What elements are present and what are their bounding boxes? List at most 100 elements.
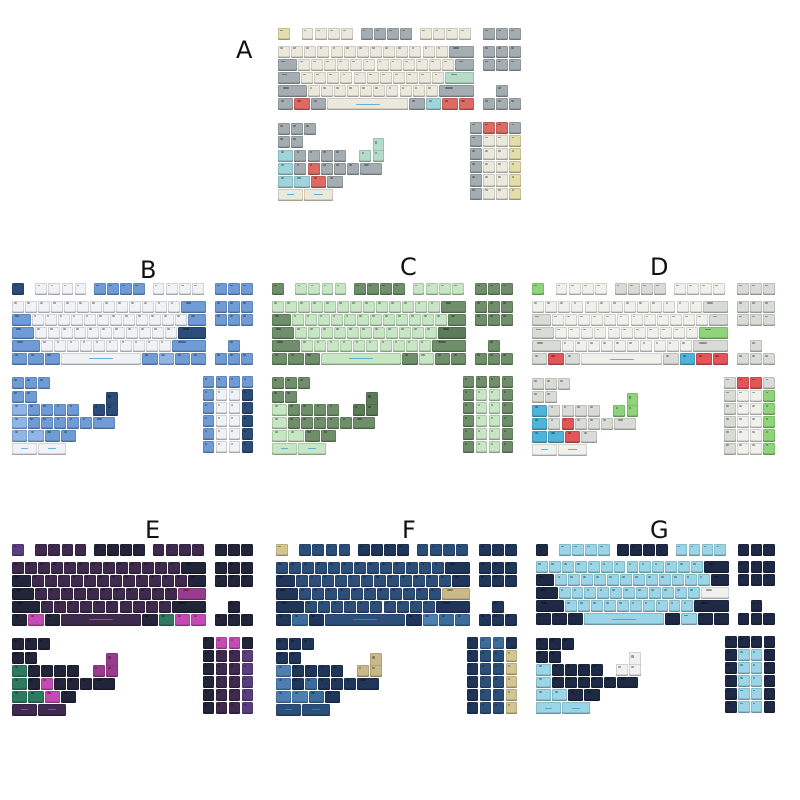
keycap <box>44 313 57 326</box>
keycap <box>38 300 51 313</box>
keycap <box>376 300 389 313</box>
keycap <box>704 561 729 574</box>
keycap <box>694 600 729 613</box>
keycap <box>311 587 324 600</box>
keycap <box>12 600 41 613</box>
keycap <box>92 404 105 417</box>
keycap <box>158 352 174 365</box>
keycap-layout <box>272 283 526 511</box>
keycap <box>132 600 145 613</box>
keycap <box>334 283 347 295</box>
keycap <box>470 161 482 174</box>
keycap <box>412 283 425 295</box>
keycap <box>41 677 54 690</box>
keycap <box>590 663 603 676</box>
keycap <box>475 313 487 326</box>
keycap <box>581 574 594 587</box>
keycap <box>445 72 474 85</box>
keycap <box>492 689 505 702</box>
keycap <box>656 313 669 326</box>
keycap <box>737 416 749 429</box>
keycap <box>215 544 227 556</box>
keycap <box>126 326 139 339</box>
keycap <box>425 85 438 98</box>
keycap <box>289 561 302 574</box>
keycap <box>350 58 363 71</box>
keycap <box>44 613 60 626</box>
keycap <box>67 677 80 690</box>
keycap <box>215 574 227 587</box>
keycap <box>318 600 331 613</box>
keycap <box>425 283 438 295</box>
keycap <box>561 404 574 417</box>
keycap <box>495 45 508 58</box>
keycap <box>77 561 90 574</box>
keycap <box>501 300 513 313</box>
keycap <box>600 561 613 574</box>
keycap <box>228 637 241 650</box>
keycap <box>578 600 590 613</box>
keycap <box>35 283 48 295</box>
keycap <box>763 561 776 574</box>
keycap <box>12 638 24 651</box>
keycap <box>241 676 254 689</box>
keycap <box>724 403 736 416</box>
keycap <box>38 561 51 574</box>
keycap <box>135 313 148 326</box>
keycap <box>408 313 421 326</box>
keycap <box>505 650 518 663</box>
keycap <box>80 416 93 429</box>
keycap <box>509 28 521 41</box>
panel-label: B <box>140 256 157 284</box>
keycap <box>568 613 584 626</box>
keycap <box>594 327 607 340</box>
keycap <box>278 85 307 98</box>
keycap <box>354 561 367 574</box>
keycap <box>285 377 298 390</box>
keycap <box>536 702 561 715</box>
keycap <box>629 600 642 613</box>
keycap <box>654 283 666 296</box>
keycap <box>620 327 633 340</box>
keycap <box>412 326 425 339</box>
keycap <box>106 600 119 613</box>
keycap <box>25 377 38 390</box>
keycap <box>292 613 308 626</box>
keycap <box>558 300 571 313</box>
keycap <box>763 376 776 389</box>
keycap <box>360 162 383 175</box>
keycap <box>614 283 627 296</box>
keycap <box>330 45 343 58</box>
keycap <box>568 327 581 340</box>
keycap <box>304 352 320 365</box>
keycap <box>276 574 295 587</box>
keycap <box>750 403 763 416</box>
keycap <box>438 326 467 339</box>
keycap <box>215 313 227 326</box>
keycap <box>41 339 54 352</box>
keycap <box>409 600 422 613</box>
keycap <box>241 544 253 556</box>
keycap <box>509 45 521 58</box>
keycap <box>12 613 28 626</box>
keycap <box>67 339 80 352</box>
keycap <box>276 677 292 690</box>
keycap <box>135 574 148 587</box>
keycap <box>446 28 458 41</box>
keycap <box>678 561 691 574</box>
keycap <box>462 376 475 389</box>
keycap <box>294 326 307 339</box>
keycap <box>750 544 763 556</box>
keycap <box>338 544 351 556</box>
keycap <box>662 587 674 600</box>
keycap <box>548 561 561 574</box>
keycap <box>363 58 376 71</box>
keycap <box>479 702 492 715</box>
keycap <box>129 561 142 574</box>
keycap <box>60 613 142 626</box>
keycap <box>304 313 317 326</box>
keycap <box>67 664 80 677</box>
keycap <box>139 326 152 339</box>
keycap <box>763 574 776 587</box>
keycap <box>289 638 302 651</box>
